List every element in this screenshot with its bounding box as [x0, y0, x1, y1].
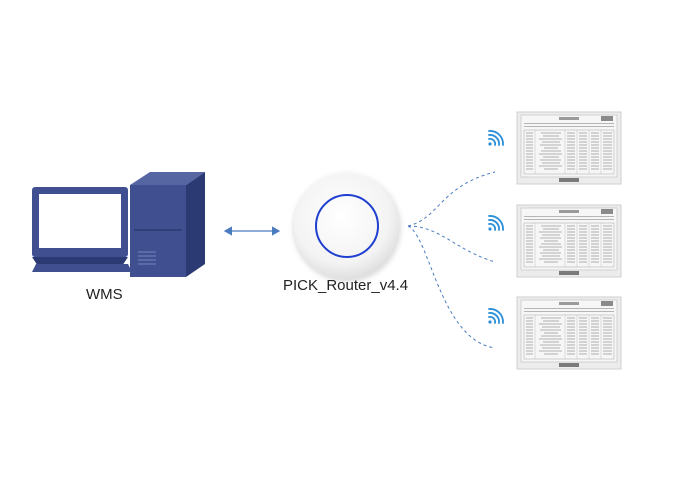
pick-display-1 — [516, 111, 622, 185]
wifi-icon — [487, 130, 504, 147]
wifi-icon — [487, 308, 504, 325]
wms-computer-icon — [32, 172, 205, 277]
pick-display-2 — [516, 204, 622, 278]
router-icon — [294, 173, 400, 279]
router-label: PICK_Router_v4.4 — [283, 277, 409, 294]
pick-display-3 — [516, 296, 622, 370]
wms-label: WMS — [86, 286, 123, 303]
wireless-signal-lines — [407, 171, 496, 349]
wifi-icon — [487, 215, 504, 232]
